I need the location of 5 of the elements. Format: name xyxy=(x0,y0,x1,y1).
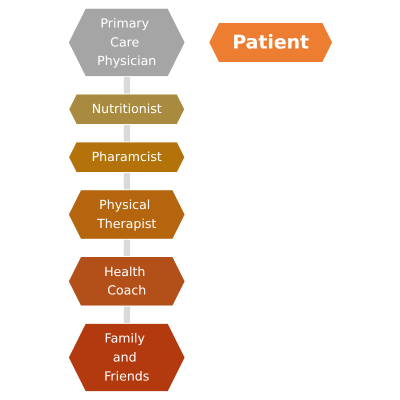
connector xyxy=(123,123,130,144)
connector xyxy=(123,171,130,192)
connector xyxy=(123,304,130,326)
connector xyxy=(123,75,130,96)
connector xyxy=(123,238,130,259)
